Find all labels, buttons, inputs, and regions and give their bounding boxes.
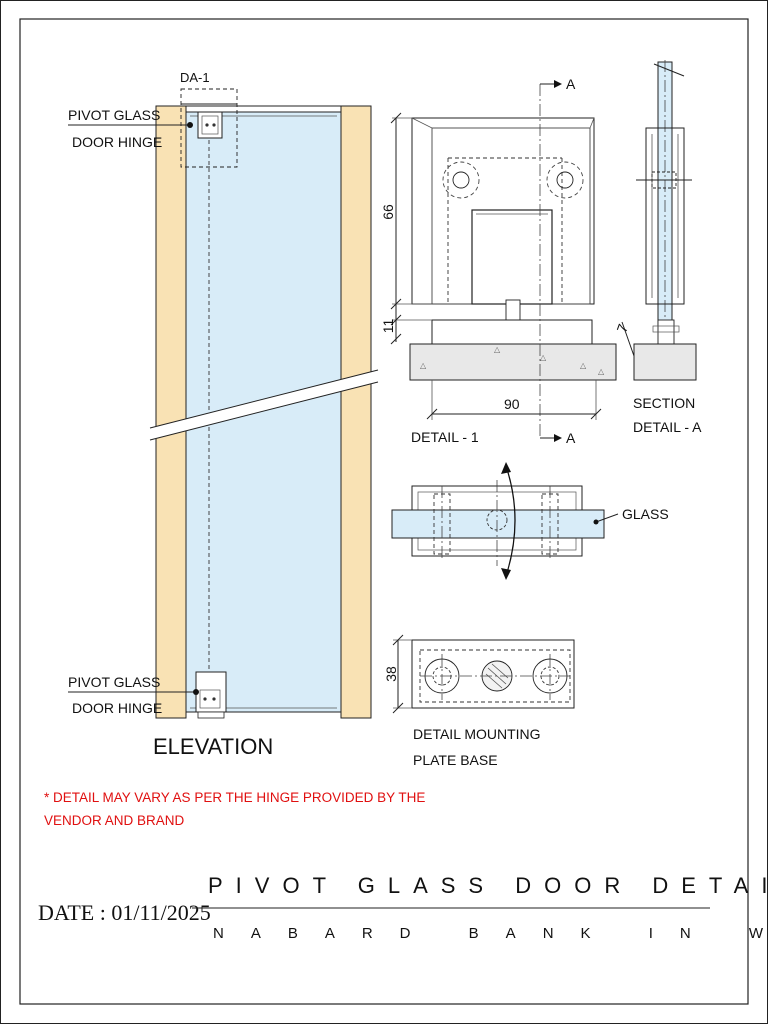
glass-label: GLASS	[622, 506, 669, 522]
glass-plan	[391, 509, 605, 539]
elevation-title: ELEVATION	[153, 734, 273, 759]
hinge-top-label-line1: PIVOT GLASS	[68, 107, 160, 123]
vendor-note-line2: VENDOR AND BRAND	[44, 813, 185, 828]
drawing-subtitle: NABARD BANK IN WORLI	[213, 925, 768, 942]
svg-text:△: △	[598, 367, 605, 376]
hinge-bottom-label-line2: DOOR HINGE	[72, 700, 162, 716]
drawing-date: DATE : 01/11/2025	[38, 900, 211, 925]
hinge-bottom-label-line1: PIVOT GLASS	[68, 674, 160, 690]
bottom-hinge	[195, 671, 227, 719]
dim-66: 66	[380, 204, 396, 220]
glass-door-panel	[185, 111, 342, 713]
section-detail-a-view: 7 SECTION DETAIL - A	[613, 60, 702, 435]
mounting-title-line1: DETAIL MOUNTING	[413, 726, 541, 742]
inner-border	[19, 18, 749, 1005]
section-mark-bottom: A	[566, 430, 576, 446]
section-title-line1: SECTION	[633, 395, 695, 411]
detail-1-title: DETAIL - 1	[411, 429, 479, 445]
drawing-title: PIVOT GLASS DOOR DETAIL	[208, 873, 768, 898]
elevation-view: DA-1 PIVOT GLASS DOOR HINGE PIVOT GLASS …	[68, 70, 379, 759]
title-block: DATE : 01/11/2025 PIVOT GLASS DOOR DETAI…	[38, 873, 768, 942]
dim-11: 11	[380, 319, 396, 334]
da1-callout-box	[180, 88, 238, 168]
svg-text:△: △	[420, 361, 427, 370]
dim-90: 90	[504, 396, 520, 412]
hinge-top-label-line2: DOOR HINGE	[72, 134, 162, 150]
floor-section	[409, 343, 617, 381]
hinge-plan-view: GLASS	[391, 462, 669, 580]
vendor-note-line1: * DETAIL MAY VARY AS PER THE HINGE PROVI…	[44, 790, 425, 805]
detail-1-view: △ △ △ △ △ A A 66 11 90 DETAIL - 1	[380, 76, 617, 446]
da1-label: DA-1	[180, 70, 210, 85]
top-hinge	[180, 88, 238, 168]
section-title-line2: DETAIL - A	[633, 419, 702, 435]
svg-text:△: △	[494, 345, 501, 354]
dim-38: 38	[383, 666, 399, 682]
mounting-plate-view: 38 DETAIL MOUNTING PLATE BASE	[383, 634, 575, 768]
right-jamb	[340, 105, 372, 719]
section-mark-top: A	[566, 76, 576, 92]
svg-text:△: △	[540, 353, 547, 362]
break-band	[150, 370, 378, 440]
svg-text:△: △	[580, 361, 587, 370]
mounting-title-line2: PLATE BASE	[413, 752, 498, 768]
left-jamb	[155, 105, 187, 719]
